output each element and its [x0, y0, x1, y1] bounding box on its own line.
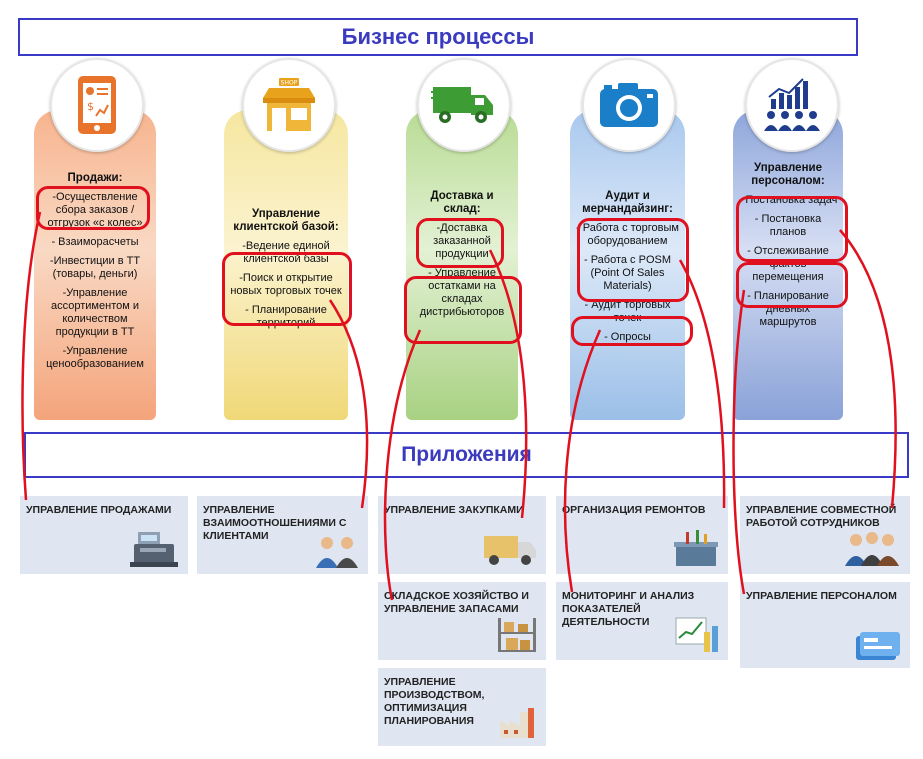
app-label: Управление продажами — [26, 504, 172, 516]
app-crm[interactable]: Управление взаимоотношениями с клиентами — [197, 496, 368, 574]
highlight-mark — [36, 186, 150, 230]
id-card-icon — [856, 632, 900, 660]
column-audit: Аудит и мерчандайзинг: - Работа с торгов… — [570, 110, 685, 420]
app-label: Организация ремонтов — [562, 504, 706, 516]
app-monitoring[interactable]: Мониторинг и анализ показателей деятельн… — [556, 582, 728, 660]
column-item: - Постановка планов — [754, 213, 822, 238]
column-sales: Продажи: -Осуществление сбора заказов / … — [34, 110, 156, 420]
people-growth-chart-icon — [745, 58, 839, 152]
shop-icon: SHOP — [242, 58, 336, 152]
svg-text:SHOP: SHOP — [281, 80, 298, 87]
app-label: Складское хозяйство и управление запасам… — [384, 590, 529, 615]
business-processes-banner: Бизнес процессы — [18, 18, 858, 56]
handshake-people-icon — [316, 537, 358, 568]
app-sales-management[interactable]: Управление продажами — [20, 496, 188, 574]
cash-register-icon — [130, 532, 178, 567]
warehouse-shelves-icon — [498, 618, 536, 652]
highlight-mark — [571, 316, 693, 346]
column-item: -Осуществление сбора заказов / отгрузок … — [47, 191, 143, 229]
column-clients: Управление клиентской базой: -Ведение ед… — [224, 110, 348, 420]
column-item: -Управление ценообразованием — [46, 345, 144, 370]
app-production[interactable]: Управление производством, оптимизация пл… — [378, 668, 546, 746]
app-label: Управление закупками — [384, 504, 524, 516]
analytics-chart-icon — [675, 617, 718, 652]
highlight-mark — [736, 196, 848, 262]
highlight-mark — [404, 276, 522, 344]
app-warehouse[interactable]: Складское хозяйство и управление запасам… — [378, 582, 546, 660]
column-item: -Доставка заказанной продукции — [433, 222, 491, 260]
delivery-truck-icon — [484, 536, 536, 565]
highlight-mark — [577, 218, 689, 302]
column-item: -Поиск и открытие новых торговых точек — [230, 272, 342, 297]
truck-icon — [417, 58, 511, 152]
app-hr[interactable]: Управление персоналом — [740, 582, 910, 668]
camera-icon — [582, 58, 676, 152]
column-item: - Работа с POSM (Point Of Sales Material… — [583, 254, 672, 292]
highlight-mark — [416, 218, 504, 268]
column-title: Продажи: — [67, 172, 123, 184]
app-collaboration[interactable]: Управление совместной работой сотруднико… — [740, 496, 910, 574]
app-label: Управление взаимоотношениями с клиентами — [203, 504, 347, 542]
column-title: Доставка и склад: — [430, 190, 494, 215]
app-label: Управление совместной работой сотруднико… — [746, 504, 897, 529]
tablet-report-icon: $ — [50, 58, 144, 152]
app-label: Управление производством, оптимизация пл… — [384, 676, 485, 727]
column-item: - Работа с торговым оборудованием — [576, 222, 679, 247]
app-repairs[interactable]: Организация ремонтов — [556, 496, 728, 574]
factory-icon — [500, 708, 534, 738]
team-people-icon — [845, 532, 899, 566]
app-purchasing[interactable]: Управление закупками — [378, 496, 546, 574]
highlight-mark — [736, 262, 848, 308]
column-staff: Управление персоналом: - Постановка зада… — [733, 110, 843, 420]
app-label: Мониторинг и анализ показателей деятельн… — [562, 590, 695, 628]
column-item: -Управление ассортиментом и количеством … — [51, 287, 139, 338]
column-item: - Взаиморасчеты — [51, 236, 139, 248]
svg-text:$: $ — [87, 100, 94, 113]
applications-banner: Приложения — [24, 432, 909, 478]
highlight-mark — [222, 252, 352, 326]
column-title: Управление клиентской базой: — [233, 208, 339, 233]
column-item: -Ведение единой клиентской базы — [242, 240, 330, 265]
toolbox-icon — [674, 530, 718, 566]
column-item: - Опросы — [604, 331, 651, 343]
column-title: Управление персоналом: — [751, 162, 825, 187]
column-title: Аудит и мерчандайзинг: — [582, 190, 673, 215]
column-item: -Инвестиции в ТТ (товары, деньги) — [49, 255, 141, 280]
app-label: Управление персоналом — [746, 590, 897, 602]
